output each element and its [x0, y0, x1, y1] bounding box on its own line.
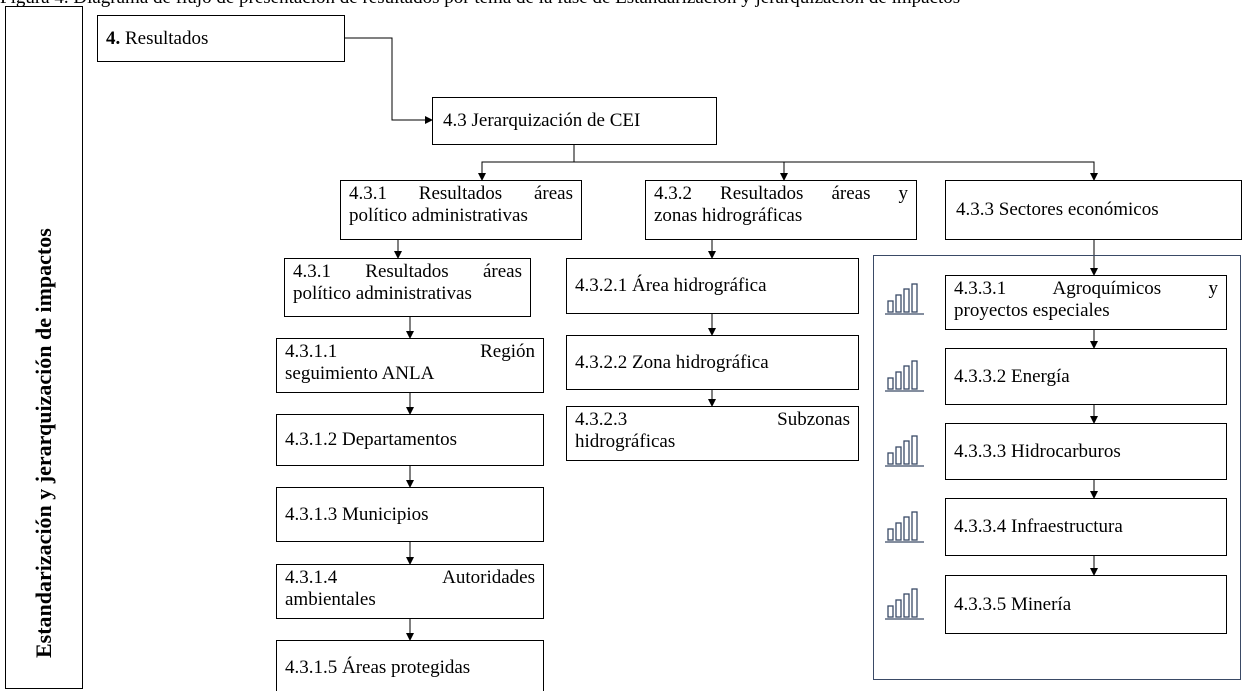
sidebar-title: Estandarización y jerarquización de impa… [31, 227, 56, 658]
sectores-group-frame [873, 255, 1241, 680]
node-col3-item3: 4.3.3.3 Hidrocarburos [945, 423, 1227, 480]
root-number: 4. [106, 27, 121, 49]
col3-item1-line2: proyectos especiales [954, 300, 1110, 321]
bar-chart-icon [885, 511, 924, 543]
col1-item2-label: 4.3.1.2 Departamentos [285, 429, 458, 450]
col1-sub-line1: 4.3.1 Resultados áreas [293, 261, 522, 282]
node-col1-sub: 4.3.1 Resultados áreas político administ… [284, 258, 531, 317]
node-col2-item2: 4.3.2.2 Zona hidrográfica [566, 335, 859, 390]
node-col3-item5: 4.3.3.5 Minería [945, 575, 1227, 634]
node-col1-item5: 4.3.1.5 Áreas protegidas [276, 640, 544, 691]
node-col1-header: 4.3.1 Resultados áreas político administ… [340, 180, 582, 240]
col3-item3-label: 4.3.3.3 Hidrocarburos [954, 440, 1121, 462]
bar-chart-icon [885, 588, 924, 620]
col2-header-line2: zonas hidrográficas [654, 205, 803, 226]
connector-jerarquizacion-branch [478, 145, 575, 181]
node-col1-item1: 4.3.1.1 Región seguimiento ANLA [276, 338, 544, 393]
node-col1-item4: 4.3.1.4 Autoridades ambientales [276, 564, 544, 619]
col3-header-label: 4.3.3 Sectores económicos [956, 199, 1159, 220]
connector-root-to-jerarquizacion [345, 37, 433, 124]
connector-branch-col2 [574, 161, 788, 181]
bar-chart-icon [885, 360, 924, 392]
figure-caption: Figura 4. Diagrama de flujo de presentac… [0, 0, 1244, 8]
connector-branch-col3 [784, 161, 1098, 181]
bar-chart-icon [885, 283, 924, 315]
node-col1-item3: 4.3.1.3 Municipios [276, 487, 544, 542]
col3-item5-label: 4.3.3.5 Minería [954, 593, 1072, 615]
node-col3-item4: 4.3.3.4 Infraestructura [945, 498, 1227, 556]
bar-chart-icon [885, 435, 924, 467]
col3-item1-line1: 4.3.3.1 Agroquímicos y [954, 278, 1218, 299]
node-col2-item3: 4.3.2.3 Subzonas hidrográficas [566, 406, 859, 461]
root-node-resultados: 4. Resultados [97, 15, 345, 62]
sidebar-title-box: Estandarización y jerarquización de impa… [5, 6, 83, 689]
col2-header-line1: 4.3.2 Resultados áreas y [654, 183, 908, 204]
col2-item3-line2: hidrográficas [575, 431, 676, 452]
col1-header-line2: político administrativas [349, 205, 528, 226]
col2-item1-label: 4.3.2.1 Área hidrográfica [575, 275, 767, 296]
node-col3-item2: 4.3.3.2 Energía [945, 348, 1227, 405]
node-col2-header: 4.3.2 Resultados áreas y zonas hidrográf… [645, 180, 917, 240]
col3-item2-label: 4.3.3.2 Energía [954, 365, 1070, 387]
node-col3-header: 4.3.3 Sectores económicos [945, 180, 1242, 240]
col2-item3-line1: 4.3.2.3 Subzonas [575, 409, 850, 430]
node-col2-item1: 4.3.2.1 Área hidrográfica [566, 258, 859, 314]
col1-header-line1: 4.3.1 Resultados áreas [349, 183, 573, 204]
col1-sub-line2: político administrativas [293, 283, 472, 304]
col1-item1-line1: 4.3.1.1 Región [285, 341, 535, 362]
jerarquizacion-label: 4.3 Jerarquización de CEI [443, 110, 641, 131]
col1-item5-label: 4.3.1.5 Áreas protegidas [285, 657, 471, 678]
col1-item4-line1: 4.3.1.4 Autoridades [285, 567, 535, 588]
col1-item4-line2: ambientales [285, 589, 376, 610]
col1-item3-label: 4.3.1.3 Municipios [285, 503, 429, 525]
col2-item2-label: 4.3.2.2 Zona hidrográfica [575, 351, 769, 373]
node-jerarquizacion-cei: 4.3 Jerarquización de CEI [432, 97, 717, 145]
node-col1-item2: 4.3.1.2 Departamentos [276, 414, 544, 466]
root-label: Resultados [125, 27, 209, 49]
col3-item4-label: 4.3.3.4 Infraestructura [954, 516, 1123, 537]
col1-item1-line2: seguimiento ANLA [285, 363, 435, 384]
node-col3-item1: 4.3.3.1 Agroquímicos y proyectos especia… [945, 275, 1227, 330]
